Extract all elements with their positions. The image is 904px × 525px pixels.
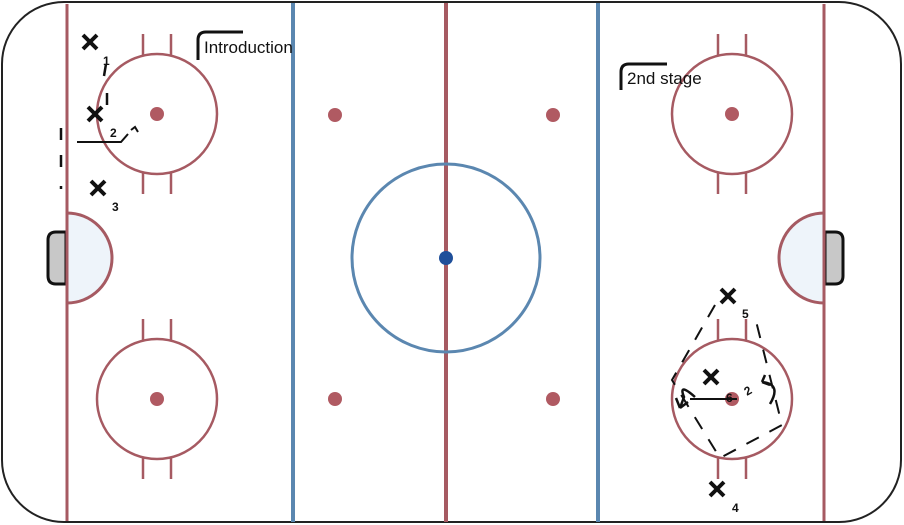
player-number: 1	[103, 54, 110, 68]
faceoff-dot	[725, 107, 739, 121]
right-crease	[777, 211, 826, 305]
player-x-icon	[702, 368, 720, 386]
arrowhead-icon	[130, 125, 139, 133]
skate-path-dashed-loop	[670, 304, 784, 460]
second-stage-bracket-icon	[619, 62, 667, 90]
left-crease	[65, 211, 114, 305]
faceoff-circle-ring	[670, 337, 794, 461]
faceoff-circle	[670, 34, 794, 194]
neutral-dot	[546, 392, 560, 406]
player-x-icon	[86, 105, 104, 123]
pass-arrow	[77, 133, 129, 143]
second-stage-label: 2nd stage	[627, 69, 702, 88]
faceoff-circle-ring	[670, 52, 794, 176]
player-number: 5	[742, 307, 749, 321]
introduction-label: Introduction	[204, 38, 293, 57]
faceoff-dot	[150, 107, 164, 121]
player-x-icon	[81, 33, 99, 51]
introduction-bracket-icon	[196, 30, 243, 60]
faceoff-circle-ring	[95, 337, 219, 461]
player-x-icon	[89, 179, 107, 197]
center-faceoff-dot	[439, 251, 453, 265]
right-net	[823, 230, 845, 286]
skate-path-dashes	[102, 63, 109, 105]
player-number: 4	[732, 501, 739, 515]
neutral-dot	[328, 108, 342, 122]
neutral-dot	[328, 392, 342, 406]
player-x-icon	[719, 287, 737, 305]
player-number: 3	[112, 200, 119, 214]
left-net	[46, 230, 68, 286]
neutral-dot	[546, 108, 560, 122]
faceoff-circle	[95, 319, 219, 479]
pivot-left-icon	[674, 388, 696, 409]
player-number: 2	[110, 126, 117, 140]
player-x-icon	[708, 480, 726, 498]
faceoff-dot	[150, 392, 164, 406]
pivot-right-icon	[760, 374, 776, 405]
center-circle	[350, 162, 542, 354]
